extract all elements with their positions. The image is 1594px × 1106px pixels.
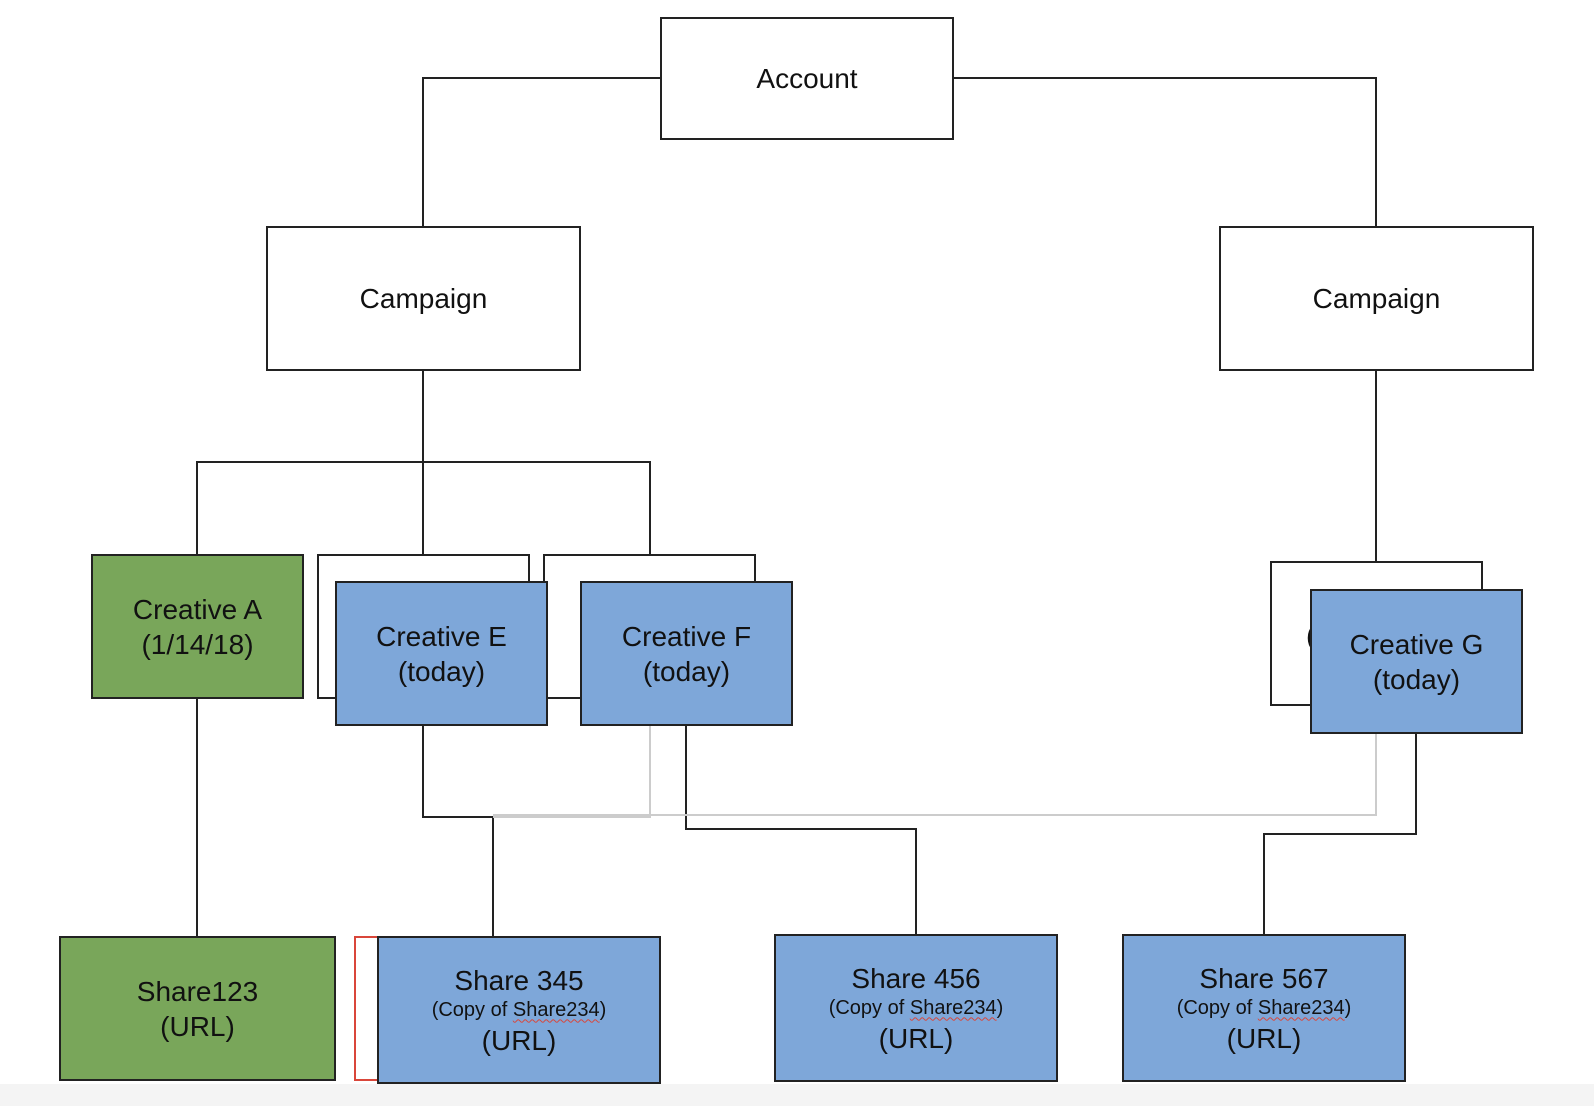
creative-e-node[interactable]: Creative E (today) [335, 581, 548, 726]
share123-node[interactable]: Share123 (URL) [59, 936, 336, 1081]
connector-account-campaign-right [952, 77, 1377, 226]
share-url: (URL) [160, 1010, 235, 1042]
share-url: (URL) [878, 1022, 954, 1054]
campaign-node-left[interactable]: Campaign [266, 226, 581, 371]
creative-name: Creative E [376, 620, 507, 652]
campaign-label: Campaign [1312, 283, 1441, 314]
copy-prefix: (Copy of [1176, 996, 1258, 1019]
copy-suffix: ) [1344, 996, 1352, 1019]
copy-prefix: (Copy of [431, 998, 513, 1021]
account-label: Account [756, 63, 858, 94]
copy-suffix: ) [599, 998, 607, 1021]
faint-connector [493, 720, 651, 818]
creative-date: (1/14/18) [141, 628, 254, 660]
share-copy-note: (Copy of Share234) [829, 996, 1004, 1021]
creative-a-node[interactable]: Creative A (1/14/18) [91, 554, 304, 699]
share-url: (URL) [1226, 1022, 1302, 1054]
faint-connector-long [493, 734, 1377, 816]
copy-ref: Share234 [909, 996, 997, 1019]
copy-ref: Share234 [512, 998, 600, 1021]
creative-f-node[interactable]: Creative F (today) [580, 581, 793, 726]
creative-date: (today) [397, 655, 486, 687]
copy-ref: Share234 [1257, 996, 1345, 1019]
connector-creative-g-share567 [1263, 734, 1417, 934]
share-name: Share 456 [851, 962, 981, 994]
share-copy-note: (Copy of Share234) [1177, 996, 1352, 1021]
creative-name: Creative A [132, 593, 263, 625]
share567-node[interactable]: Share 567 (Copy of Share234) (URL) [1122, 934, 1406, 1082]
selection-bracket [354, 936, 380, 1081]
connector-creative-f-share456 [685, 726, 917, 934]
connector-creative-e-share345 [422, 726, 494, 936]
creative-name: Creative G [1349, 628, 1484, 660]
footer-strip [0, 1084, 1594, 1106]
copy-suffix: ) [996, 996, 1004, 1019]
campaign-node-right[interactable]: Campaign [1219, 226, 1534, 371]
share-url: (URL) [481, 1024, 557, 1056]
share456-node[interactable]: Share 456 (Copy of Share234) (URL) [774, 934, 1058, 1082]
creative-g-node[interactable]: Creative G (today) [1310, 589, 1523, 734]
connector-account-campaign-left [422, 77, 660, 226]
share-name: Share 567 [1199, 962, 1329, 994]
share-copy-note: (Copy of Share234) [432, 998, 607, 1023]
account-node[interactable]: Account [660, 17, 954, 140]
creative-date: (today) [642, 655, 731, 687]
share-name: Share123 [136, 975, 259, 1007]
share-name: Share 345 [454, 964, 584, 996]
share345-node[interactable]: Share 345 (Copy of Share234) (URL) [377, 936, 661, 1084]
campaign-label: Campaign [359, 283, 488, 314]
creative-name: Creative F [621, 620, 752, 652]
copy-prefix: (Copy of [828, 996, 910, 1019]
creative-date: (today) [1372, 663, 1461, 695]
